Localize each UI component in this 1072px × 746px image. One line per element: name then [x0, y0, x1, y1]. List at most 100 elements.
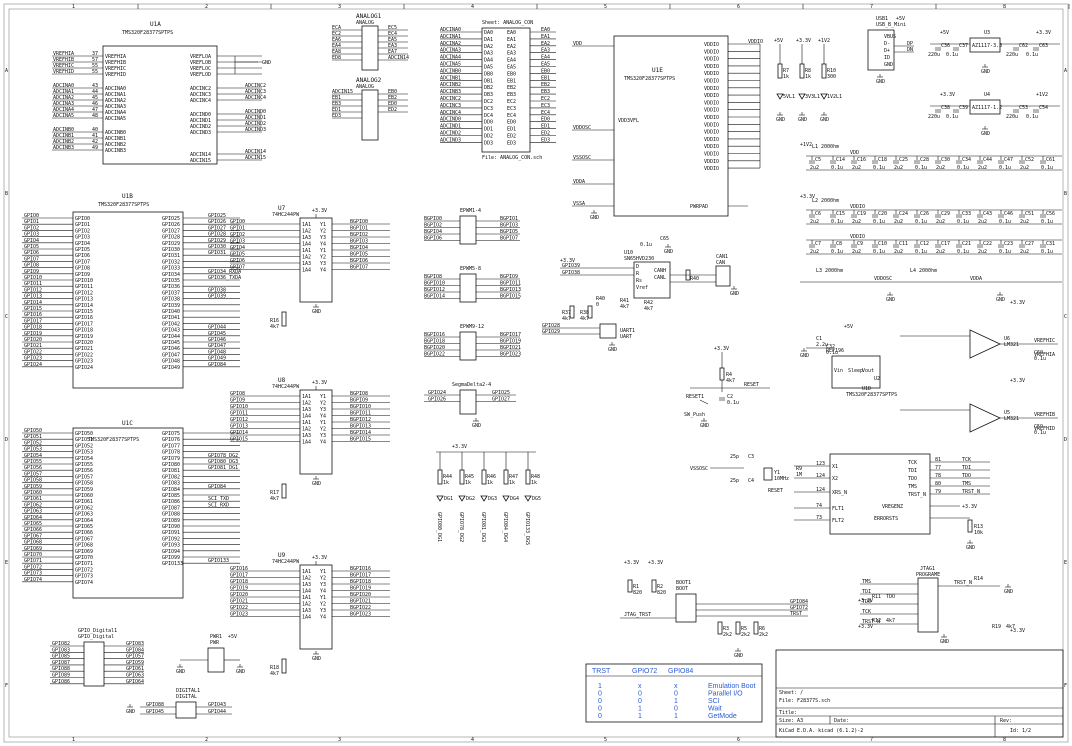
- can-conn-part: CAN: [716, 260, 725, 266]
- gpio-net: GPIO2: [24, 225, 39, 231]
- gpio-pin-name: GPIO10: [75, 278, 93, 284]
- dg-net: GPIO84_DG4: [502, 512, 508, 542]
- reg-cap: [953, 109, 959, 113]
- dg-led-ref: DG3: [488, 496, 497, 502]
- epwm-ref: EPWM5-8: [460, 266, 481, 272]
- decoup-cap: [914, 214, 920, 218]
- buffer-pin: Y2: [320, 229, 326, 235]
- gpio-net: GPIO23: [24, 356, 42, 362]
- reg-cap-val: 0.1u: [1026, 52, 1038, 58]
- r13-ref: R13: [974, 524, 983, 530]
- usb-pin: GND: [884, 62, 893, 68]
- decoup-ref: C46: [1004, 211, 1013, 217]
- gd-net: GPIO83: [126, 641, 144, 647]
- decoup-ref: C12: [920, 241, 929, 247]
- decoup-cap: [1040, 160, 1046, 164]
- dig-net: GPIO43: [208, 702, 226, 708]
- u1a-pin-name: VREFLOD: [190, 72, 211, 78]
- u1a-net: ADCINA4: [53, 107, 74, 113]
- gpio-net: GPIO24: [24, 362, 42, 368]
- row-label-left: C: [5, 314, 8, 320]
- dg-led: [480, 495, 488, 502]
- sheet-pin: DA5: [484, 65, 493, 71]
- gd-net: GPIO63: [126, 673, 144, 679]
- clk-net: VSSOSC: [690, 466, 708, 472]
- sheet-pin: DB2: [484, 85, 493, 91]
- sheet-pin: EA5: [507, 65, 516, 71]
- u1e-net: VSSA: [573, 201, 585, 207]
- led-res-val: 1k: [783, 74, 789, 80]
- u1e-vddio: VDDIO: [748, 39, 763, 45]
- buffer-out-net: BGPIO0: [350, 219, 368, 225]
- gpio-net: GPIO51: [24, 434, 42, 440]
- gpio-net: GPIO60: [24, 490, 42, 496]
- gnd-label: GND: [800, 353, 809, 359]
- clk-pin: FLT2: [832, 518, 844, 524]
- buffer-pin: 1A4: [302, 242, 311, 248]
- gpio-pin-name: GPIO56: [75, 468, 93, 474]
- epwm-net: BGPIO21: [500, 345, 521, 351]
- gpio-pin-name: GPIO87: [162, 505, 180, 511]
- sheet-pin: EB1: [507, 78, 516, 84]
- u1a-pin-name: ADCINB3: [105, 148, 126, 154]
- row-label-right: A: [1064, 68, 1067, 74]
- jtag-res-val: 4k7: [1006, 624, 1015, 630]
- u1a-pin-name: ADCIN15: [190, 158, 211, 164]
- vddosc-net: VDDOSC: [874, 276, 892, 282]
- buffer-part: 74HC244PW: [272, 559, 300, 565]
- buffer-pin: 1A1: [302, 569, 311, 575]
- reset-net-label: RESET: [744, 382, 759, 388]
- gpio-net: GPIO56: [24, 465, 42, 471]
- dg-res-val: 1k: [487, 480, 493, 486]
- reg-body: [969, 37, 1001, 53]
- u1a-net: ADCIND3: [245, 127, 266, 133]
- vref-pin: Vout: [862, 368, 874, 374]
- vref-cap-val: 2.2u: [816, 342, 828, 348]
- gpio-pin-name: GPIO66: [75, 530, 93, 536]
- epwm-headers: EPWM1-4BGPIO0BGPIO2BGPIO4BGPIO6BGPIO1BGP…: [424, 208, 521, 361]
- u1e-pin: VDDIO: [704, 71, 719, 77]
- gd-net: GPIO83: [52, 647, 70, 653]
- opamp-3v3: +3.3V: [1010, 300, 1025, 306]
- decoup-val: 0.1u: [1041, 249, 1053, 255]
- gpio-pin-name: GPIO67: [75, 536, 93, 542]
- decoup-ref: C56: [1046, 211, 1055, 217]
- header-net: EA3: [388, 43, 397, 49]
- gpio-net: GPIO63: [24, 509, 42, 515]
- decoup-ref: C18: [878, 157, 887, 163]
- buffer-in-net: GPIO20: [230, 592, 248, 598]
- analog2-connector: ANALOG2ANALOGADCIN15EB1EB3ED1ED3EB0EB2ED…: [332, 77, 408, 141]
- gpio-pin-name: GPIO81: [162, 468, 180, 474]
- jtag-res-val: 4k7: [886, 618, 895, 624]
- analog1-connector: ANALOG1ANALOGECAEC2EA6EA4EA8ED8EC5EC4EA5…: [332, 13, 409, 71]
- can-3v3: +3.3V: [560, 258, 575, 264]
- sheet-in-net: ADCIND2: [440, 131, 461, 137]
- decoup-ref: C51: [1025, 211, 1034, 217]
- led-res-val: 1k: [805, 74, 811, 80]
- row-label-right: B: [1064, 191, 1067, 197]
- reg-part: AZ1117-3.3: [972, 43, 1002, 49]
- decoup-cap: [830, 244, 836, 248]
- decoup-cap: [872, 244, 878, 248]
- dg-3v3: +3.3V: [452, 444, 467, 450]
- buffer-in-net: GPIO7: [230, 265, 245, 271]
- dg-res: [503, 469, 509, 485]
- jtag-part: PROGRAME: [916, 572, 940, 578]
- decoup-val: 0.1u: [1041, 219, 1053, 225]
- boot-table-cell: 0: [598, 713, 602, 720]
- header-net: ECA: [332, 25, 341, 31]
- u1a-pin-num: 45: [92, 95, 98, 101]
- sheet-in-net: ADCINB0: [440, 68, 461, 74]
- dg-led-ref: DG2: [466, 496, 475, 502]
- decoup-val: 2u2: [852, 219, 861, 225]
- gpio-pin-name: GPIO36: [162, 284, 180, 290]
- u1a-pin-name: ADCINA2: [105, 98, 126, 104]
- sheet-pin: ED3: [507, 140, 516, 146]
- gpio-pin-name: GPIO82: [162, 474, 180, 480]
- gpio-pin-name: GPIO48: [162, 359, 180, 365]
- eqep-net: GPIO24: [428, 390, 446, 396]
- clk-pin-num: 73: [816, 515, 822, 521]
- header-net: ED1: [332, 107, 341, 113]
